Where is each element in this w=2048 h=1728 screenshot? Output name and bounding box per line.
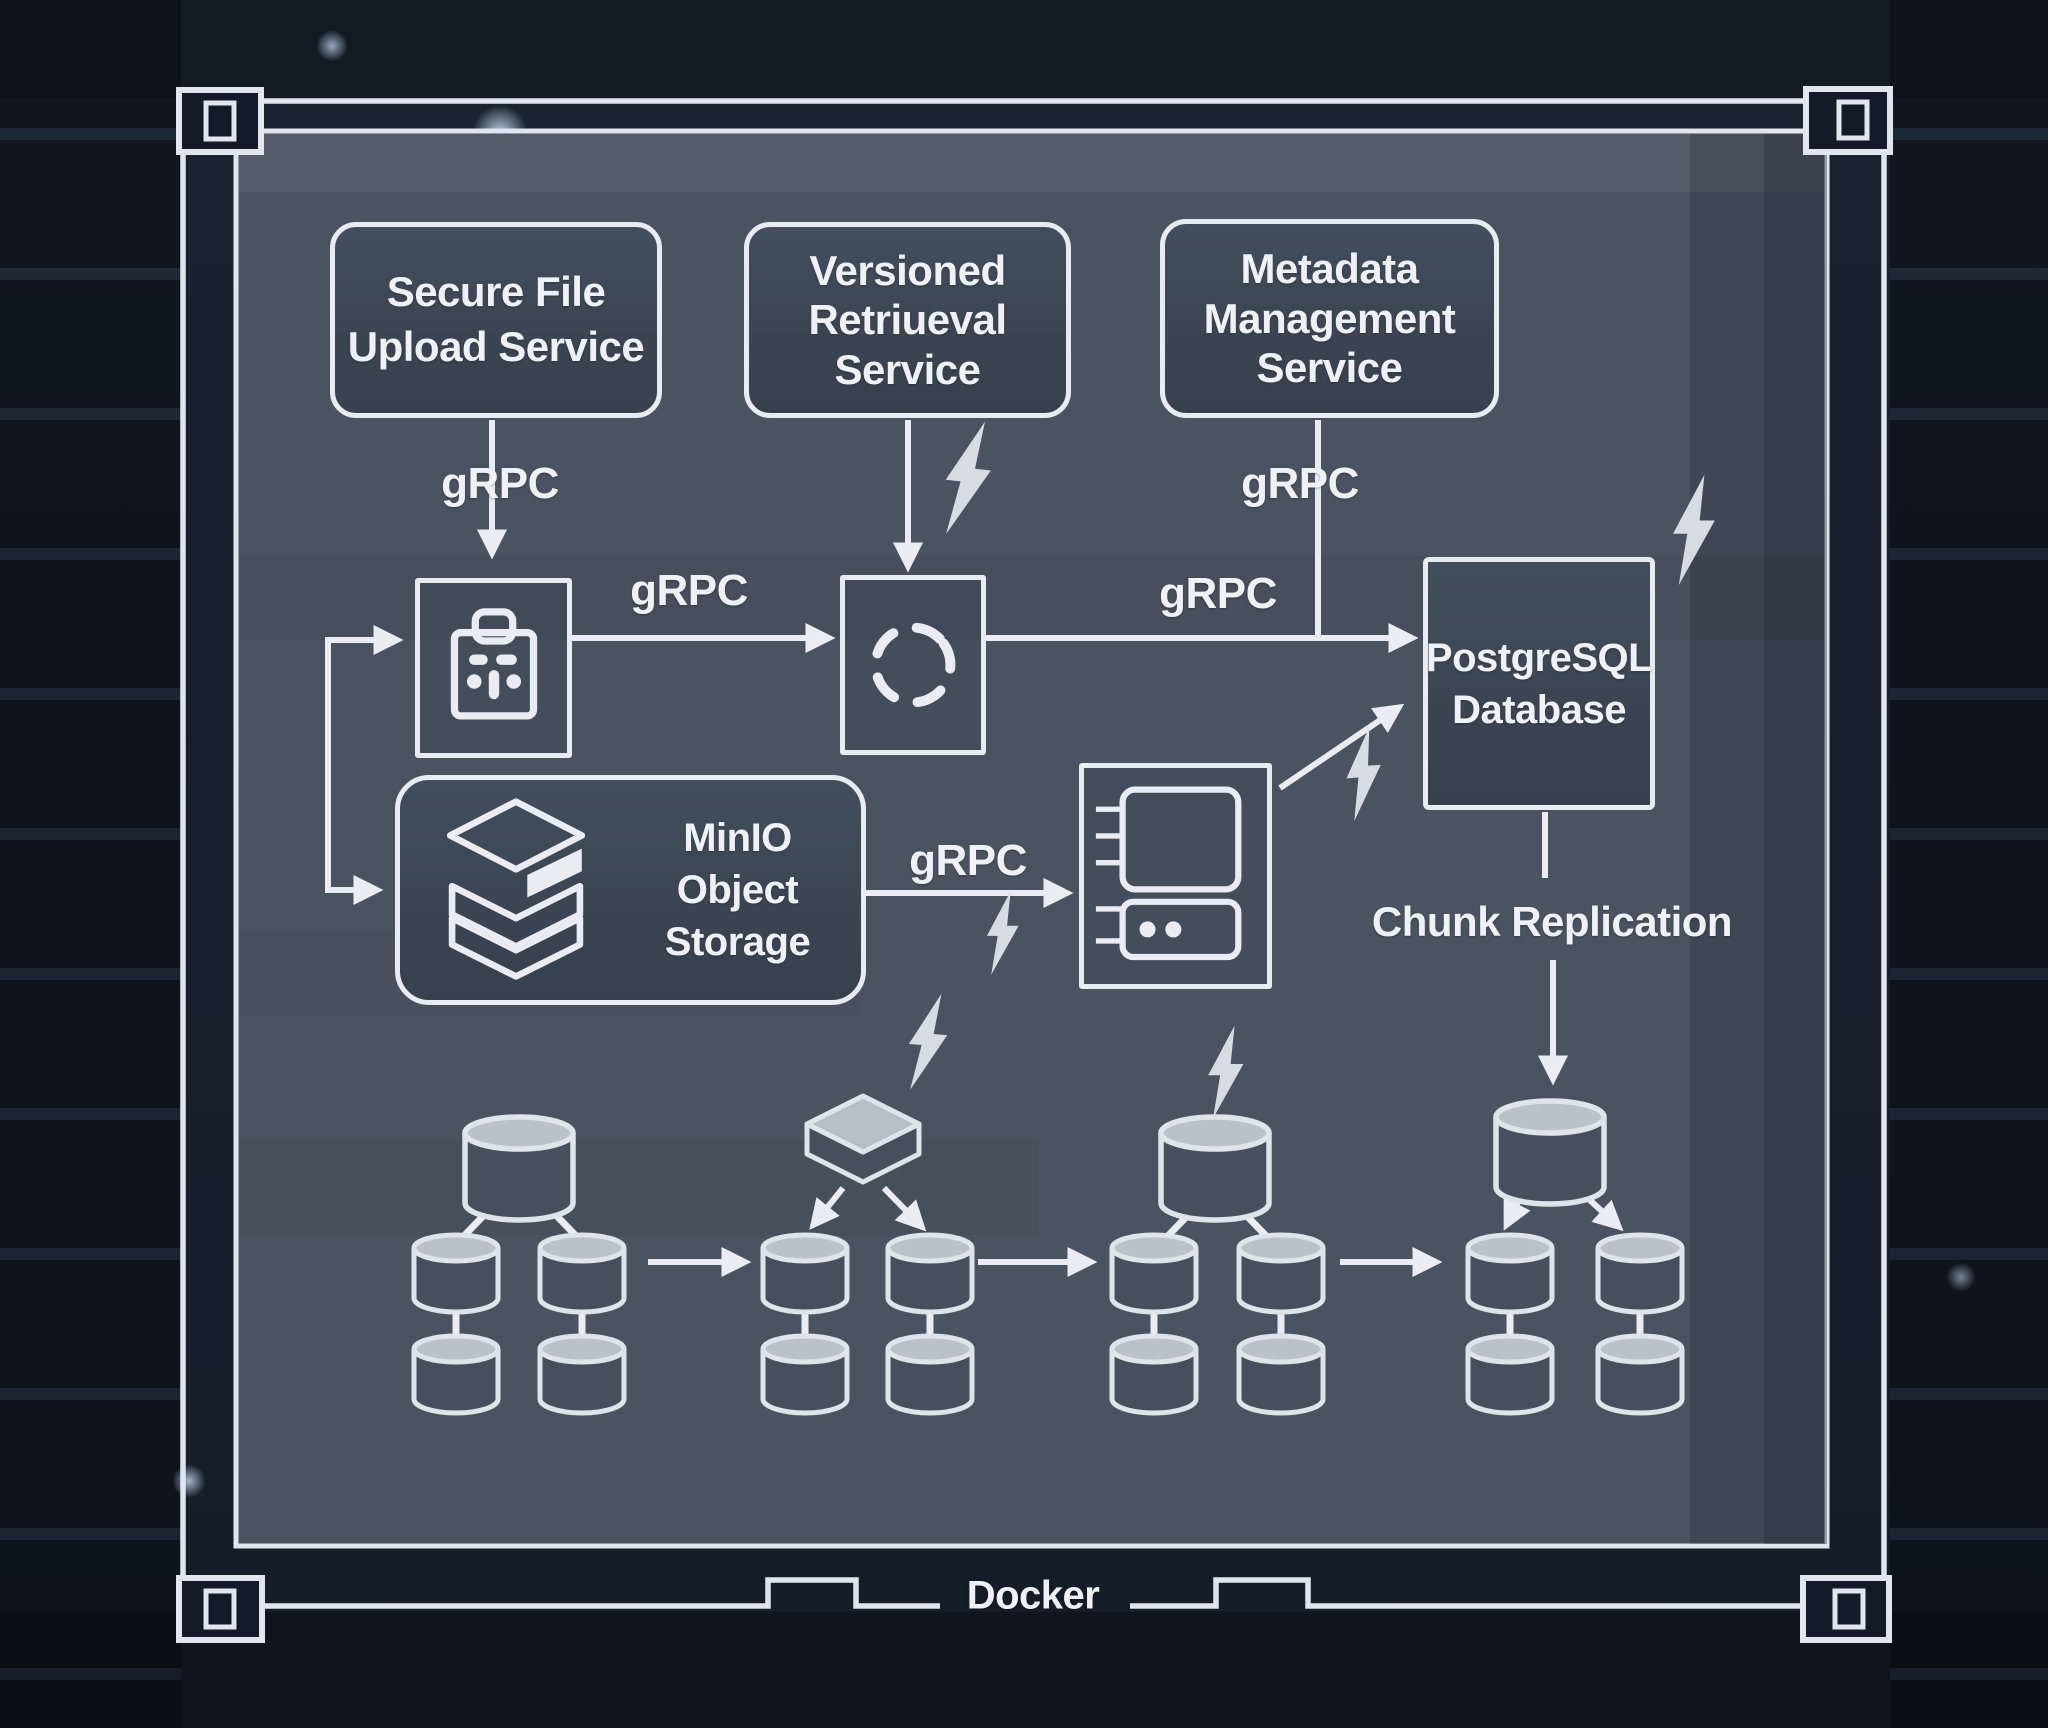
database-cylinder-icon [540, 1336, 624, 1413]
corner-bracket-icon [1832, 1588, 1866, 1630]
database-cylinder-icon [1161, 1117, 1269, 1220]
replication-cluster-4 [1468, 1101, 1682, 1413]
arrow-server-to-postgres [1278, 703, 1405, 791]
grpc-label-to-postgres: gRPC [1159, 569, 1277, 618]
node-metadata-management-service: Metadata Management Service [1160, 219, 1499, 418]
database-cylinder-icon [1468, 1336, 1552, 1413]
outer-frame [180, 98, 1887, 1609]
process-cycle-icon [870, 622, 956, 708]
grpc-label-upload: gRPC [441, 459, 559, 508]
database-cylinder-icon [465, 1117, 573, 1220]
node-label-line: Management [1203, 294, 1456, 342]
grpc-label-storage: gRPC [909, 836, 1027, 885]
database-cylinder-icon [1496, 1101, 1604, 1204]
corner-bracket-top-right [1803, 86, 1893, 155]
panel-texture [1764, 134, 1827, 1544]
node-minio-object-storage: MinIO Object Storage [395, 775, 866, 1005]
database-cylinder-icon [540, 1235, 624, 1312]
panel-texture [1690, 134, 1827, 1544]
database-cylinder-icon [1239, 1235, 1323, 1312]
grpc-label-metadata: gRPC [1241, 459, 1359, 508]
database-cylinder-icon [888, 1235, 972, 1312]
glow-dot [1946, 1262, 1976, 1292]
replication-cluster-3 [1112, 1117, 1323, 1413]
replication-cluster-1 [414, 1117, 624, 1413]
database-cylinder-icon [1468, 1235, 1552, 1312]
database-cylinder-icon [1112, 1336, 1196, 1413]
corner-bracket-top-left [176, 87, 264, 155]
docker-boundary-line [262, 1577, 1803, 1609]
node-postgresql-database: PostgreSQL Database [1423, 557, 1655, 810]
panel-texture [239, 134, 1824, 192]
upload-gateway-box [415, 578, 572, 758]
grpc-label-ingest: gRPC [630, 566, 748, 615]
node-label-line: Service [834, 345, 981, 393]
node-label-line: Upload Service [347, 323, 645, 370]
connectors [325, 420, 1568, 1277]
node-label-line: Metadata [1240, 245, 1419, 293]
corner-bracket-bottom-right [1800, 1575, 1892, 1643]
corner-bracket-icon [203, 1588, 237, 1630]
briefcase-icon [450, 608, 537, 720]
node-label-line: PostgreSQL [1425, 635, 1653, 680]
glow-dot [316, 30, 348, 62]
database-cylinder-icon [763, 1336, 847, 1413]
background-band-bottom [0, 1612, 2048, 1728]
database-cylinder-icon [1598, 1336, 1682, 1413]
database-cylinder-icon [1239, 1336, 1323, 1413]
glow-dot [172, 1464, 206, 1498]
database-cylinder-icon [1598, 1235, 1682, 1312]
database-cylinder-icon [414, 1336, 498, 1413]
chunk-replication-label: Chunk Replication [1371, 898, 1733, 945]
node-versioned-retrieval-service: Versioned Retriueval Service [744, 222, 1071, 418]
server-rack-icon [1095, 786, 1241, 961]
node-label-line: Database [1452, 687, 1626, 732]
replication-cluster-2 [763, 1093, 972, 1413]
node-label-line: Service [1256, 344, 1403, 392]
processing-box [840, 575, 986, 755]
node-secure-file-upload-service: Secure File Upload Service [330, 222, 662, 418]
database-cylinder-icon [763, 1235, 847, 1312]
background-band-right [1890, 0, 2048, 1728]
node-label-line: MinIO [683, 816, 792, 860]
cube-icon [804, 1093, 922, 1185]
arrow-loop-to-briefcase [325, 625, 404, 893]
node-label-line: Object Storage [664, 868, 811, 964]
docker-label: Docker [966, 1573, 1100, 1618]
corner-brackets [176, 86, 1893, 1643]
stacked-layers-icon [446, 798, 586, 980]
corner-bracket-icon [1836, 99, 1870, 141]
database-cylinder-icon [414, 1235, 498, 1312]
node-label-line: Secure File [386, 268, 606, 316]
database-cylinder-icon [888, 1336, 972, 1413]
corner-bracket-bottom-left [176, 1575, 265, 1643]
node-label-line: Versioned [809, 246, 1006, 294]
corner-bracket-icon [203, 100, 237, 142]
background-band-left [0, 0, 181, 1728]
chunk-server-box [1079, 763, 1272, 989]
node-label-line: Retriueval [808, 296, 1007, 344]
database-cylinder-icon [1112, 1235, 1196, 1312]
